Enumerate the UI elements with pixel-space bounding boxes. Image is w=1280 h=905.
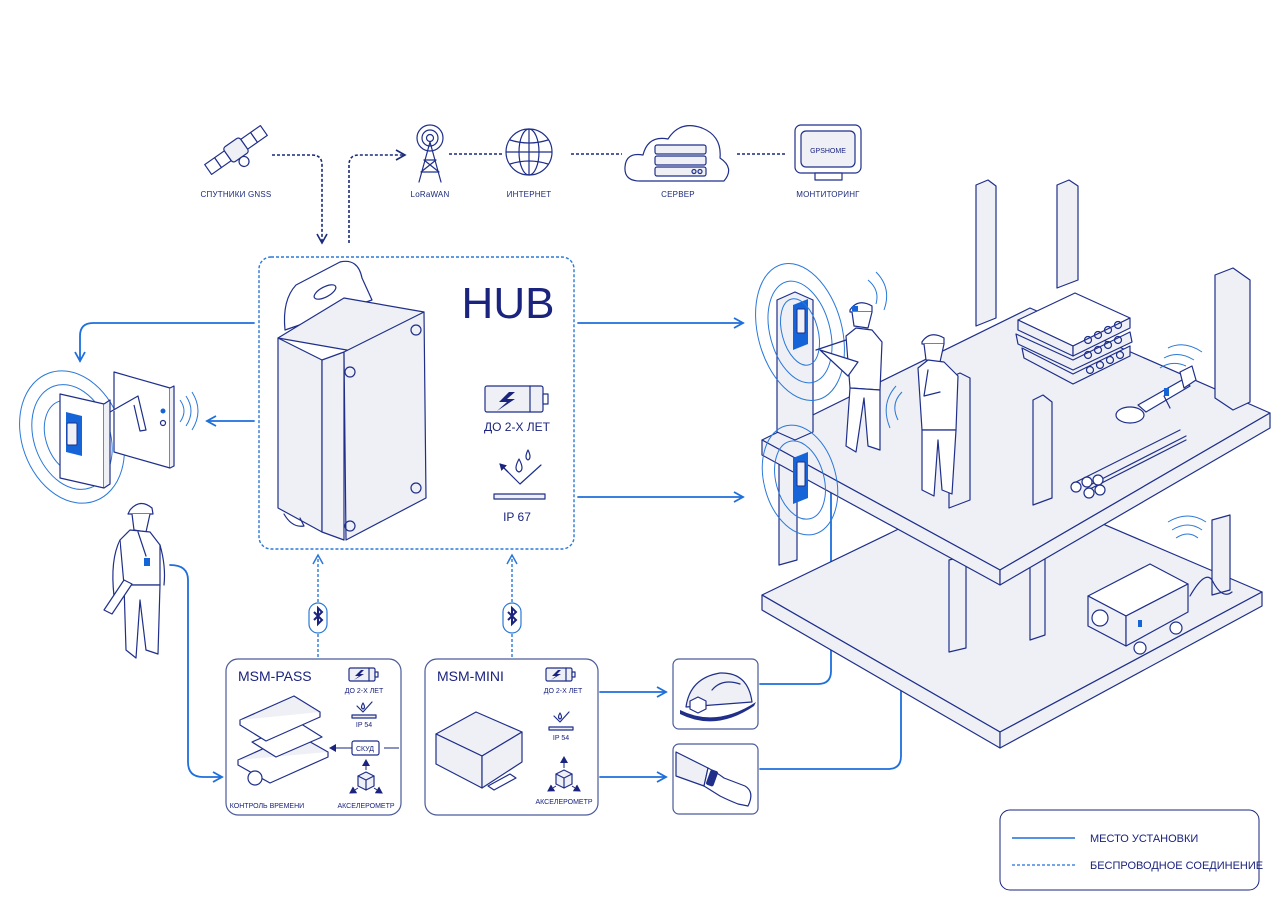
msm-mini-device-illustration [435,711,523,791]
bluetooth-icon [507,605,518,627]
worker-to-msm-pass-arrow [169,564,224,783]
msm-mini-title: MSM-MINI [437,668,504,684]
hard-hat-icon [680,672,756,722]
legend-item-dashed: БЕСПРОВОДНОЕ СОЕДИНЕНИЕ [1012,860,1263,872]
hub-battery-label: ДО 2-Х ЛЕТ [484,420,551,434]
hub-panel: HUB ДО 2-Х ЛЕТ IP 67 [258,256,575,550]
msm-pass-protection-label: IP 54 [356,722,372,729]
legend-label-solid: МЕСТО УСТАНОВКИ [1090,833,1198,845]
msm-mini-water-icon [548,711,574,731]
wrist-mount-card [672,743,759,815]
hub-to-lorawan-link [348,149,407,243]
server-label: СЕРВЕР [661,190,695,199]
hub-water-resistance-icon [493,449,546,500]
turnstile-illustration [19,370,199,504]
pipes [1070,429,1187,499]
generator [1087,515,1233,655]
wristband-icon [675,751,752,807]
msm-mini-battery-icon [545,667,576,682]
server-node: СЕРВЕР [624,125,730,199]
worker-badge [144,558,150,566]
msm-pass-bluetooth-link [308,553,328,657]
globe-icon [505,128,553,176]
cloud-server-icon [624,125,730,182]
antenna-tower-icon [416,124,444,183]
foreman-worker [815,302,883,453]
msm-pass-water-icon [351,701,377,719]
msm-mini-sensor-label: АКСЕЛЕРОМЕТР [535,799,592,806]
gnss-satellite-node: СПУТНИКИ GNSS [201,124,272,199]
msm-pass-panel: MSM-PASS ДО 2-Х ЛЕТ IP 54 СКУД АКСЕЛЕРОМ… [225,658,402,816]
worker-with-badge-illustration [103,502,166,659]
supervisor-worker [917,334,959,497]
construction-site-illustration [755,179,1271,749]
hub-device-illustration [277,260,427,541]
hub-title: HUB [462,279,555,328]
msm-pass-time-label: КОНТРОЛЬ ВРЕМЕНИ [230,803,304,810]
legend-label-dashed: БЕСПРОВОДНОЕ СОЕДИНЕНИЕ [1090,860,1263,872]
helmet-to-worker-arrow [759,426,837,685]
bluetooth-icon [313,605,324,627]
msm-mini-battery-label: ДО 2-Х ЛЕТ [544,688,583,695]
concrete-slabs [1015,292,1133,385]
lorawan-node: LoRaWAN [411,124,450,199]
msm-mini-accelerometer-icon [547,756,581,792]
hub-battery-icon [484,385,549,413]
monitoring-label: МОНТИТОРИНГ [796,190,860,199]
monitor-screen-text: GPSHOME [810,148,846,155]
hub-to-turnstile-top-arrow [74,322,255,363]
monitor-icon: GPSHOME [794,124,862,181]
internet-node: ИНТЕРНЕТ [505,128,553,199]
msm-pass-accelerometer-icon [349,759,383,794]
legend: МЕСТО УСТАНОВКИ БЕСПРОВОДНОЕ СОЕДИНЕНИЕ [999,809,1263,891]
gnss-to-hub-link [272,154,328,245]
msm-pass-sensor-label: АКСЕЛЕРОМЕТР [337,803,394,810]
msm-mini-protection-label: IP 54 [553,735,569,742]
internet-label: ИНТЕРНЕТ [507,190,552,199]
hub-panel-border [258,256,575,550]
helmet-mount-card [672,658,759,730]
msm-pass-title: MSM-PASS [238,668,312,684]
angle-grinder [1115,344,1203,424]
hub-protection-label: IP 67 [503,510,531,524]
msm-mini-panel: MSM-MINI ДО 2-Х ЛЕТ IP 54 АКСЕЛЕРОМЕТР [424,658,599,816]
msm-pass-battery-label: ДО 2-Х ЛЕТ [345,688,384,695]
monitoring-node: GPSHOME МОНТИТОРИНГ [794,124,862,199]
msm-pass-card-exploded-illustration [237,695,329,786]
msm-pass-battery-icon [348,667,379,682]
msm-mini-bluetooth-link [502,553,522,657]
msm-pass-access-label: СКУД [356,746,374,753]
lorawan-label: LoRaWAN [411,190,450,199]
wrist-to-worker-arrow [759,446,907,770]
gnss-label: СПУТНИКИ GNSS [201,190,272,199]
satellite-icon [204,124,268,176]
legend-item-solid: МЕСТО УСТАНОВКИ [1012,833,1198,845]
